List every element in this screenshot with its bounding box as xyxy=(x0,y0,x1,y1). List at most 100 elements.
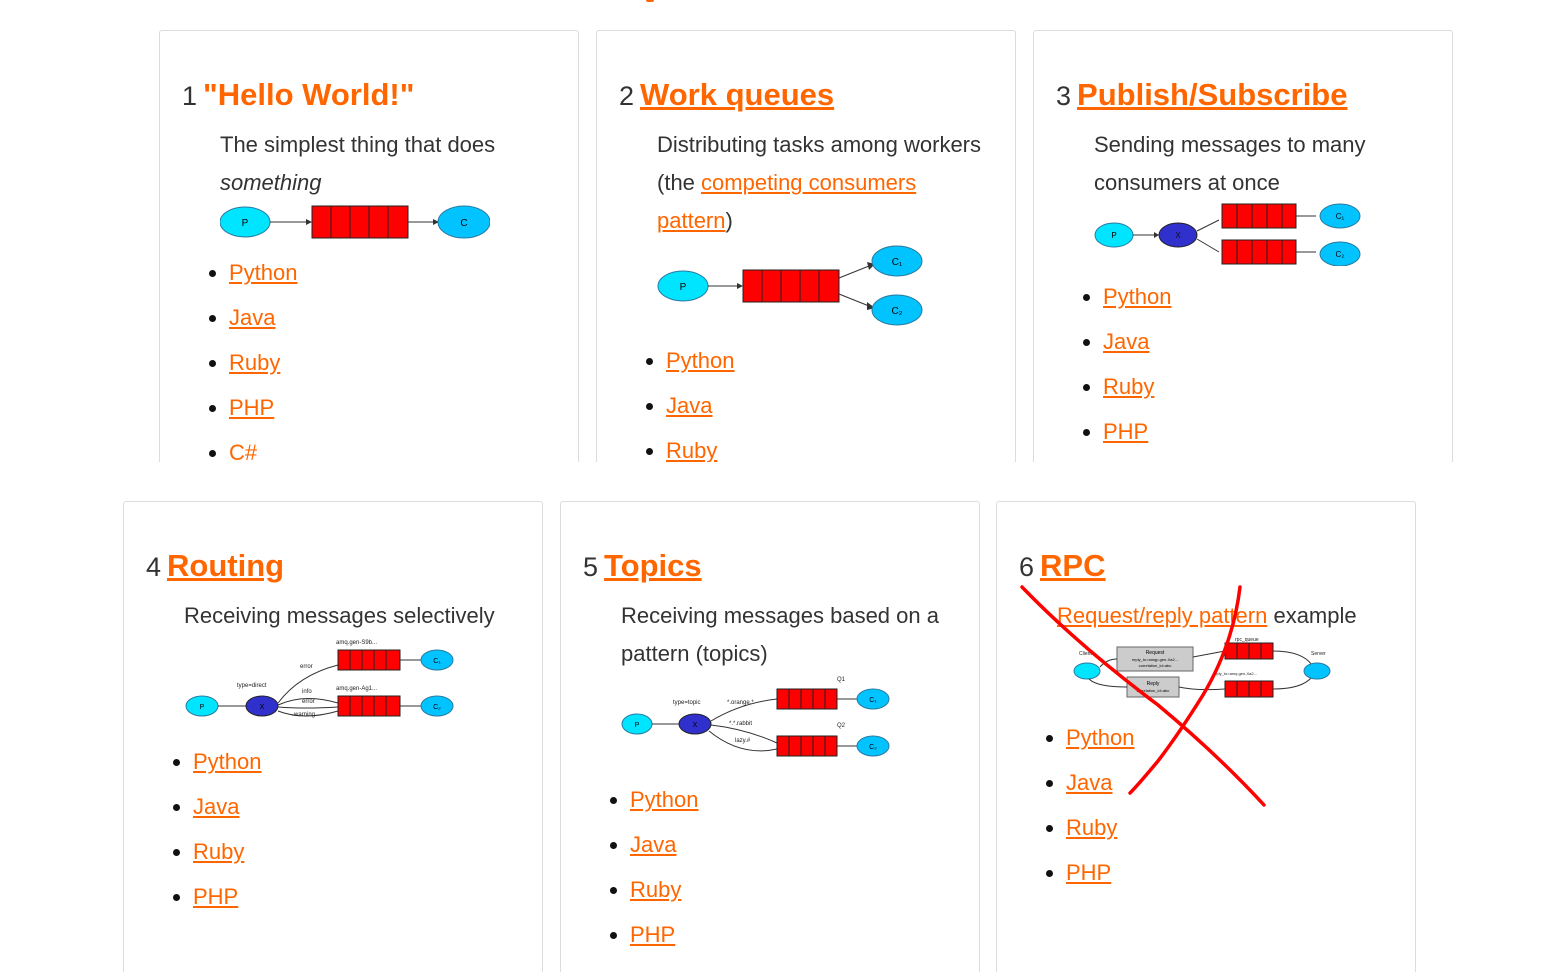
tutorial-number: 5 xyxy=(583,552,599,582)
list-item: PHP xyxy=(1066,850,1395,895)
language-link-python[interactable]: Python xyxy=(1103,284,1172,309)
tutorial-title-link[interactable]: Topics xyxy=(604,548,702,583)
tutorial-title-link[interactable]: Routing xyxy=(167,548,285,583)
tutorial-description: Distributing tasks among workers (the co… xyxy=(657,132,982,233)
svg-text:X: X xyxy=(1175,231,1181,240)
tutorial-title-link[interactable]: Work queues xyxy=(640,77,835,112)
tutorial-number: 4 xyxy=(146,552,162,582)
list-item: Python xyxy=(666,338,995,383)
list-item: PHP xyxy=(1103,409,1432,454)
language-link-java[interactable]: Java xyxy=(229,305,276,330)
language-link-php[interactable]: PHP xyxy=(229,395,275,420)
svg-text:C₁: C₁ xyxy=(892,257,903,268)
svg-text:rpc_queue: rpc_queue xyxy=(1235,637,1259,643)
svg-text:reply_to=amq.gen-Xa2...: reply_to=amq.gen-Xa2... xyxy=(1213,671,1257,676)
language-link-php[interactable]: PHP xyxy=(1103,419,1149,444)
svg-text:info: info xyxy=(302,689,312,695)
list-item: PHP xyxy=(630,912,959,957)
tutorial-description: Receiving messages selectively xyxy=(184,603,495,628)
svg-text:C: C xyxy=(460,218,467,229)
svg-text:C₂: C₂ xyxy=(869,744,877,751)
svg-text:*.orange.*: *.orange.* xyxy=(727,700,754,706)
language-link-ruby[interactable]: Ruby xyxy=(1103,374,1155,399)
language-link-python[interactable]: Python xyxy=(1066,725,1135,750)
language-link-python[interactable]: Python xyxy=(193,749,262,774)
svg-text:C₁: C₁ xyxy=(433,658,441,665)
svg-text:Reply: Reply xyxy=(1147,681,1160,687)
tutorial-description: The simplest thing that does something xyxy=(220,132,496,195)
tutorial-number: 1 xyxy=(182,81,198,111)
list-item: Python xyxy=(229,250,558,295)
routing-diagram: amq.gen-S9b... amq.gen-Ag1... P X type=d… xyxy=(185,640,454,718)
language-link-ruby[interactable]: Ruby xyxy=(1066,815,1118,840)
svg-text:C₂: C₂ xyxy=(1336,250,1345,259)
publish-subscribe-diagram: P X C₁ C₂ xyxy=(1094,203,1361,266)
svg-text:type=topic: type=topic xyxy=(673,700,701,706)
list-item: Ruby xyxy=(193,829,522,874)
svg-text:Server: Server xyxy=(1311,651,1326,657)
svg-text:C₂: C₂ xyxy=(891,306,902,317)
rpc-diagram: Client Server rpc_queue Request reply_to… xyxy=(1073,637,1331,698)
tutorial-title-link[interactable]: Publish/Subscribe xyxy=(1077,77,1348,112)
svg-text:P: P xyxy=(680,282,687,293)
language-link-python[interactable]: Python xyxy=(229,260,298,285)
list-item: PHP xyxy=(193,874,522,919)
list-item: Java xyxy=(1066,760,1395,805)
language-link-java[interactable]: Java xyxy=(1103,329,1150,354)
language-link-ruby[interactable]: Ruby xyxy=(229,350,281,375)
language-link-java[interactable]: Java xyxy=(1066,770,1113,795)
language-link-ruby[interactable]: Ruby xyxy=(630,877,682,902)
svg-text:correlation_id=abc: correlation_id=abc xyxy=(1139,663,1172,668)
tutorial-description: Receiving messages based on a pattern (t… xyxy=(621,603,939,666)
language-link-java[interactable]: Java xyxy=(630,832,677,857)
language-link-php[interactable]: PHP xyxy=(193,884,239,909)
language-link-python[interactable]: Python xyxy=(630,787,699,812)
list-item: Ruby xyxy=(666,428,995,462)
language-list: Python Java Ruby PHP xyxy=(583,777,959,957)
svg-text:P: P xyxy=(242,218,249,229)
svg-text:correlation_id=abc: correlation_id=abc xyxy=(1137,688,1170,693)
language-link-ruby[interactable]: Ruby xyxy=(666,438,718,462)
tutorial-number: 6 xyxy=(1019,552,1035,582)
language-link-python[interactable]: Python xyxy=(666,348,735,373)
language-list: Python Java Ruby PHP xyxy=(1019,715,1395,895)
list-item: PHP xyxy=(229,385,558,430)
svg-text:Request: Request xyxy=(1146,650,1165,656)
svg-text:type=direct: type=direct xyxy=(237,683,267,689)
language-link-php[interactable]: PHP xyxy=(630,922,676,947)
list-item: Python xyxy=(1066,715,1395,760)
language-link-php[interactable]: PHP xyxy=(1066,860,1112,885)
language-link-java[interactable]: Java xyxy=(666,393,713,418)
svg-text:Q2: Q2 xyxy=(837,723,846,729)
tutorial-description: Sending messages to many consumers at on… xyxy=(1094,132,1366,195)
tutorial-heading-1: 1"Hello World!" xyxy=(182,75,558,116)
list-item: Java xyxy=(229,295,558,340)
list-item: Ruby xyxy=(630,867,959,912)
svg-text:warning: warning xyxy=(293,712,315,718)
red-cross-annotation xyxy=(1020,585,1266,807)
svg-text:X: X xyxy=(693,722,698,729)
language-link-ruby[interactable]: Ruby xyxy=(193,839,245,864)
list-item: Python xyxy=(193,739,522,784)
language-link-java[interactable]: Java xyxy=(193,794,240,819)
svg-text:error: error xyxy=(300,664,313,670)
competing-consumers-link[interactable]: competing consumers pattern xyxy=(657,170,917,233)
svg-text:*.*.rabbit: *.*.rabbit xyxy=(729,721,752,727)
svg-text:amq.gen-Ag1...: amq.gen-Ag1... xyxy=(336,686,377,692)
list-item: Java xyxy=(1103,319,1432,364)
top-accent-mark xyxy=(646,0,654,2)
language-list: Python Java Ruby PHP xyxy=(1056,274,1432,454)
language-link-csharp[interactable]: C# xyxy=(229,440,258,462)
svg-text:error: error xyxy=(302,699,315,705)
list-item: Ruby xyxy=(1103,364,1432,409)
tutorial-title-link[interactable]: RPC xyxy=(1040,548,1106,583)
tutorial-number: 3 xyxy=(1056,81,1072,111)
list-item: Ruby xyxy=(229,340,558,385)
list-item: Java xyxy=(666,383,995,428)
